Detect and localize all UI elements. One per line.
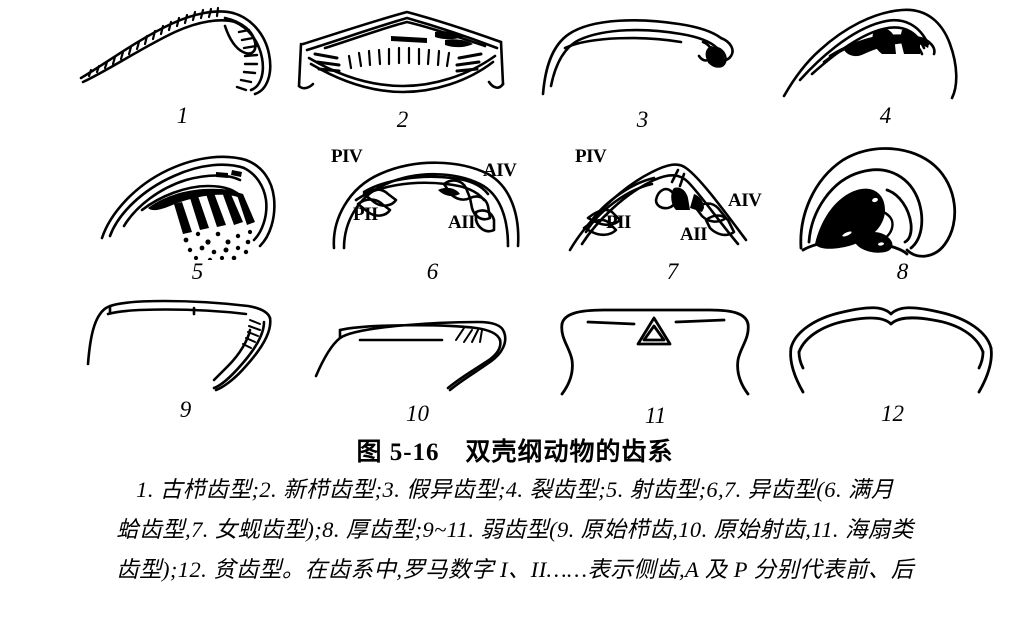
panel-8-drawing: [799, 147, 957, 258]
panel-3-drawing: [541, 19, 734, 96]
tooth-label-pii-panel7: PII: [606, 212, 631, 233]
panel-10-drawing: [314, 320, 507, 392]
panel-number-10: 10: [406, 401, 429, 426]
figure-panel-1: 1: [75, 2, 290, 127]
tooth-label-aii-panel7: AII: [680, 224, 708, 245]
figure-plate: 1: [75, 2, 1010, 427]
panel-number-1: 1: [176, 103, 189, 128]
figure-panel-8: 8: [795, 146, 1010, 283]
tooth-label-piv-panel7: PIV: [575, 146, 607, 167]
tooth-label-aiv-panel7: AIV: [728, 190, 762, 211]
figure-panel-2: 2: [295, 6, 510, 131]
figure-panel-11: 11: [548, 298, 763, 427]
figure-panel-7: PIV PII AIV AII 7: [560, 144, 785, 283]
panel-number-4: 4: [879, 103, 892, 128]
figure-panel-5: 5: [90, 148, 305, 283]
figure-panel-10: 10: [310, 300, 525, 425]
panel-5-drawing: [100, 155, 276, 260]
figure-caption-block: 图 5-16 双壳纲动物的齿系 1. 古栉齿型;2. 新栉齿型;3. 假异齿型;…: [0, 436, 1030, 590]
panel-6-drawing: [332, 161, 520, 250]
caption-line-1: 1. 古栉齿型;2. 新栉齿型;3. 假异齿型;4. 裂齿型;5. 射齿型;6,…: [136, 477, 894, 502]
panel-number-8: 8: [896, 259, 909, 284]
panel-number-9: 9: [179, 397, 192, 422]
panel-number-11: 11: [644, 403, 667, 428]
panel-number-2: 2: [396, 107, 409, 132]
caption-line-3: 齿型);12. 贫齿型。在齿系中,罗马数字 I、II……表示侧齿,A 及 P 分…: [116, 557, 914, 582]
figure-panel-3: 3: [535, 8, 750, 131]
panel-number-6: 6: [426, 259, 439, 284]
panel-number-12: 12: [881, 401, 904, 426]
figure-title: 图 5-16 双壳纲动物的齿系: [356, 439, 674, 466]
figure-panel-12: 12: [785, 300, 1000, 425]
tooth-label-pii-panel6: PII: [353, 204, 378, 225]
tooth-label-piv-panel6: PIV: [331, 146, 363, 167]
panel-2-drawing: [297, 10, 505, 94]
figure-panel-4: 4: [778, 4, 993, 127]
figure-panel-6: PIV PII AIV AII 6: [320, 146, 545, 283]
panel-number-5: 5: [191, 259, 204, 284]
panel-4-drawing: [782, 8, 958, 100]
panel-number-3: 3: [636, 107, 649, 132]
tooth-label-aiv-panel6: AIV: [483, 160, 517, 181]
panel-7-drawing: [568, 163, 748, 252]
panel-1-drawing: [79, 6, 272, 96]
panel-9-drawing: [86, 299, 272, 392]
tooth-label-aii-panel6: AII: [448, 212, 476, 233]
panel-number-7: 7: [666, 259, 679, 284]
panel-11-drawing: [560, 308, 750, 396]
figure-panel-9: 9: [78, 292, 293, 421]
caption-line-2: 蛤齿型,7. 女蚬齿型);8. 厚齿型;9~11. 弱齿型(9. 原始栉齿,10…: [116, 517, 914, 542]
panel-12-drawing: [789, 306, 993, 394]
